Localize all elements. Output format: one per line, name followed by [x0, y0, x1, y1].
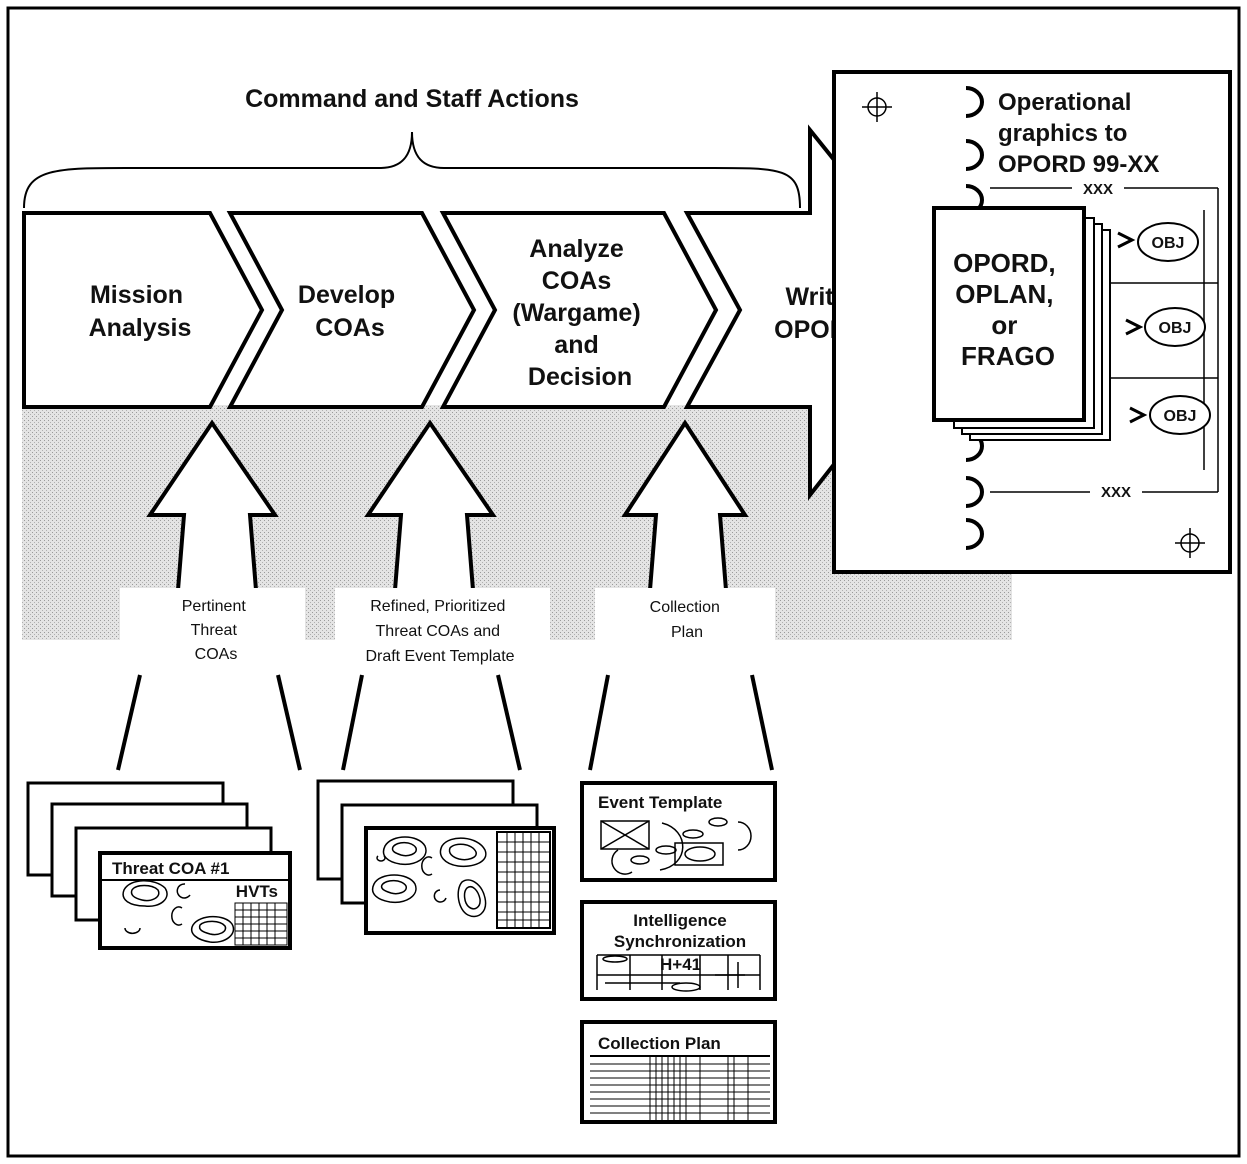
event-template-symbols [600, 817, 752, 875]
step-line: Mission [90, 281, 183, 309]
threat-coa-stack: Threat COA #1 HVTs [26, 781, 292, 950]
step-line: and [554, 331, 598, 359]
threat-card-title: Threat COA #1 [112, 859, 229, 878]
document-line: OPORD, [953, 248, 1056, 278]
intel-sync-title-line: Intelligence [633, 911, 727, 930]
product-label-bg [335, 588, 550, 680]
step-line: Decision [528, 363, 632, 391]
chevron-develop-coas: Develop COAs [226, 211, 477, 409]
step-line: COAs [315, 314, 384, 342]
sync-matrix [596, 954, 761, 992]
funnel-lines [116, 674, 774, 771]
objective-symbol: OBJ [1117, 222, 1199, 262]
header-title: Command and Staff Actions [245, 85, 579, 113]
event-template-title: Event Template [598, 793, 722, 812]
hvt-matrix [234, 902, 288, 946]
sheet-title-line: graphics to [998, 120, 1127, 147]
boundary-label-bottom: XXX [1101, 484, 1131, 501]
document-line: OPLAN, [955, 279, 1053, 309]
opord-overlay-sheet: Operational graphics to OPORD 99-XX XXX … [832, 70, 1232, 574]
event-matrix [496, 831, 551, 929]
intel-sync-marker: H+41 [660, 955, 701, 974]
brace [23, 131, 801, 209]
sheet-title-line: OPORD 99-XX [998, 151, 1159, 178]
contour-symbols [371, 836, 487, 918]
product-label-refined-coas: Refined, Prioritized Threat COAs and Dra… [365, 598, 514, 665]
product-label-bg [595, 588, 775, 658]
collection-plan-title: Collection Plan [598, 1034, 721, 1053]
svg-text:Operational graphics to: Operational graphics to OPORD 99-XX [998, 89, 1159, 178]
product-label-bg [120, 588, 305, 680]
collection-matrix [590, 1055, 770, 1120]
chevron-mission-analysis: Mission Analysis [22, 211, 265, 409]
registration-mark-icon [862, 92, 892, 122]
refined-coa-stack [316, 779, 556, 935]
opord-document-stack: OPORD, OPLAN, or FRAGO [932, 206, 1111, 441]
step-line: COAs [542, 267, 611, 295]
intel-sync-card: Intelligence Synchronization H+41 [580, 900, 777, 1001]
document-line: FRAGO [961, 341, 1055, 371]
objective-label: OBJ [1164, 408, 1197, 425]
chevron-analyze-coas: Analyze COAs (Wargame) and Decision [439, 211, 719, 409]
step-line: Analyze [529, 235, 624, 263]
threat-card-hvts: HVTs [236, 882, 278, 901]
objective-label: OBJ [1159, 320, 1192, 337]
step-line: (Wargame) [512, 299, 640, 327]
input-arrows [146, 419, 749, 592]
unit-symbols [965, 86, 984, 550]
product-label-threat-coas: Pertinent Threat COAs [182, 598, 251, 663]
svg-text:OPORD, OPLAN, or: OPORD, OPLAN, or FRAGO [953, 248, 1063, 371]
svg-text:Develop COAs: Develop COAs [298, 281, 402, 342]
objective-symbol: OBJ [1125, 307, 1206, 347]
product-label-collection-plan: Collection Plan [650, 599, 725, 641]
step-line: Develop [298, 281, 395, 309]
contour-symbols [122, 880, 235, 943]
document-line: or [991, 310, 1017, 340]
objective-symbol: OBJ [1129, 395, 1211, 435]
sheet-title-line: Operational [998, 89, 1131, 116]
registration-mark-icon [1175, 528, 1205, 558]
event-template-card: Event Template [580, 781, 777, 882]
collection-plan-card: Collection Plan [580, 1020, 777, 1124]
boundary-label-top: XXX [1083, 181, 1113, 198]
objective-label: OBJ [1152, 235, 1185, 252]
svg-text:Analyze COAs (Warg: Analyze COAs (Wargame) and Decision [512, 235, 647, 391]
intel-sync-title-line: Synchronization [614, 932, 746, 951]
step-line: Analysis [89, 314, 192, 342]
svg-text:Mission Analysis: Mission Analysis [89, 281, 192, 342]
